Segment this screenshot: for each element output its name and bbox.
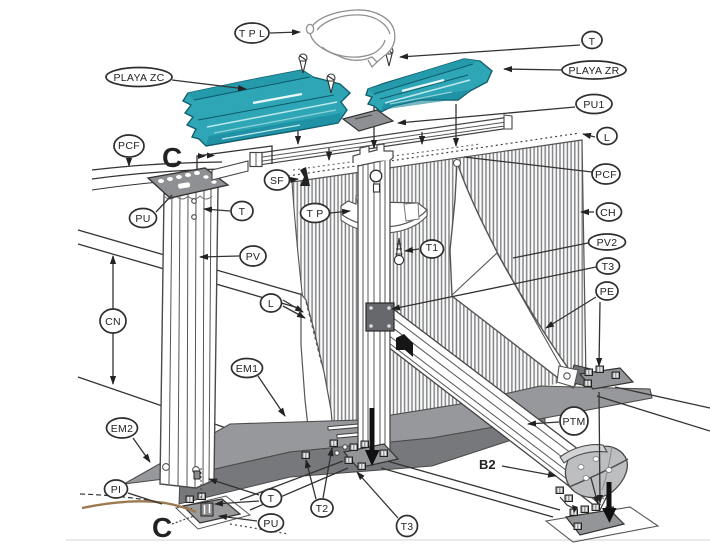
svg-text:PE: PE: [600, 286, 615, 298]
svg-text:PV2: PV2: [597, 237, 618, 249]
svg-text:T2: T2: [316, 503, 329, 515]
svg-text:SF: SF: [270, 175, 284, 187]
svg-text:CN: CN: [105, 316, 121, 328]
svg-text:L: L: [268, 298, 274, 310]
svg-text:PCF: PCF: [118, 140, 140, 152]
svg-text:T3: T3: [602, 261, 615, 273]
svg-text:C: C: [152, 512, 172, 543]
svg-text:B2: B2: [479, 457, 496, 472]
svg-text:PU: PU: [263, 518, 278, 530]
svg-text:T1: T1: [426, 242, 439, 254]
svg-text:T P: T P: [306, 208, 323, 220]
svg-text:PLAYA ZC: PLAYA ZC: [113, 72, 164, 84]
svg-text:T3: T3: [401, 521, 414, 533]
svg-text:PCF: PCF: [595, 169, 617, 181]
svg-text:PTM: PTM: [562, 416, 585, 428]
svg-text:T: T: [268, 493, 275, 505]
svg-text:C: C: [162, 142, 182, 173]
svg-text:CH: CH: [600, 207, 616, 219]
svg-text:PI: PI: [111, 484, 122, 496]
svg-text:PLAYA ZR: PLAYA ZR: [568, 65, 619, 77]
svg-text:L: L: [604, 132, 610, 144]
svg-text:EM2: EM2: [111, 423, 134, 435]
svg-text:T: T: [239, 206, 246, 218]
svg-text:PU1: PU1: [583, 99, 604, 111]
svg-text:T P L: T P L: [239, 28, 265, 40]
svg-text:T: T: [589, 36, 596, 48]
svg-text:PV: PV: [246, 251, 261, 263]
svg-text:EM1: EM1: [236, 363, 259, 375]
svg-text:PU: PU: [135, 213, 150, 225]
